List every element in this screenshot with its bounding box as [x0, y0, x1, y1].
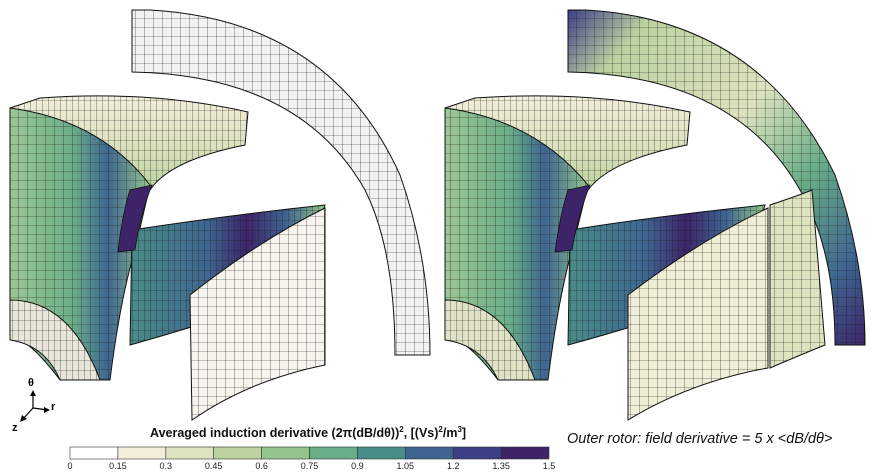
legend-tick-label: 1.05 [397, 461, 415, 471]
legend-tick-label: 0.3 [160, 461, 173, 471]
legend-tick-label: 0.9 [351, 461, 364, 471]
left-model [9, 9, 431, 421]
legend-swatch [500, 446, 550, 460]
axis-r-label: r [51, 401, 56, 413]
legend-tick-label: 0.45 [205, 461, 223, 471]
legend-tick-label: 0.15 [109, 461, 127, 471]
legend-tick-label: 0.6 [255, 461, 268, 471]
axis-triad [20, 390, 50, 422]
left-bridge [117, 184, 153, 253]
legend-swatch [69, 446, 119, 460]
legend-swatch [452, 446, 502, 460]
legend-swatch [165, 446, 215, 460]
legend-tick-label: 1.35 [492, 461, 510, 471]
legend-title: Averaged induction derivative (2π(dB/dθ)… [150, 425, 467, 441]
legend-tick-label: 1.5 [543, 461, 556, 471]
legend-tick-label: 1.2 [447, 461, 460, 471]
legend-swatch [357, 446, 406, 460]
right-bridge [554, 184, 591, 253]
legend-swatch [261, 446, 310, 460]
legend-colorbar: 0 0.15 0.3 0.45 0.6 0.75 0.9 1.05 1.2 1.35 1.5 [67, 446, 556, 471]
legend-swatch [213, 446, 262, 460]
legend-tick-label: 0 [67, 461, 72, 471]
legend-swatch [117, 446, 167, 460]
outer-rotor-note: Outer rotor: field derivative = 5 x <dB/… [567, 431, 833, 447]
legend-swatch [309, 446, 358, 460]
axis-theta-label: θ [28, 377, 34, 389]
legend-swatch [404, 446, 454, 460]
right-model [444, 9, 866, 421]
legend-tick-label: 0.75 [301, 461, 319, 471]
axis-z-label: z [12, 422, 18, 434]
